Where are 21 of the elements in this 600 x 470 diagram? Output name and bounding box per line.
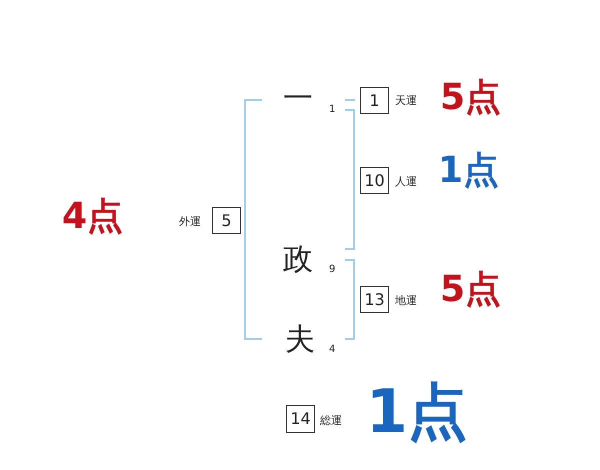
name-character: 一	[283, 84, 313, 114]
score-text: 5点	[440, 80, 502, 116]
score-text: 1点	[438, 153, 500, 189]
stroke-count: 4	[329, 345, 336, 355]
score-text: 5点	[440, 272, 502, 308]
fortune-name: 外運	[179, 216, 201, 227]
fortune-name: 天運	[395, 95, 417, 106]
number-box: 13	[360, 286, 389, 313]
number-box: 10	[360, 167, 389, 194]
stroke-count: 9	[329, 265, 336, 275]
number-box: 1	[360, 87, 389, 114]
number-box: 5	[212, 207, 241, 234]
fortune-name: 地運	[395, 295, 417, 306]
name-character: 夫	[285, 325, 315, 355]
score-text: 4点	[62, 199, 124, 235]
number-box: 14	[286, 405, 315, 433]
stroke-count: 1	[329, 105, 336, 115]
fortune-name: 人運	[395, 176, 417, 187]
name-character: 政	[283, 245, 313, 275]
fortune-name: 総運	[320, 415, 342, 426]
score-text: 1点	[366, 382, 468, 442]
